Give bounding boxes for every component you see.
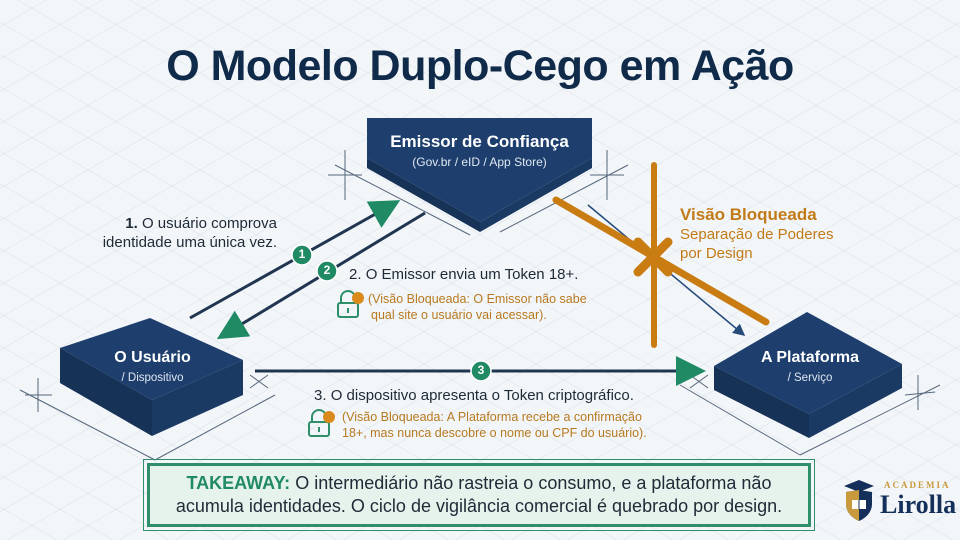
issuer-node-subtitle: (Gov.br / eID / App Store) bbox=[412, 155, 547, 169]
user-node-subtitle: / Dispositivo bbox=[121, 372, 184, 384]
blocked-view-subtitle-line2: por Design bbox=[680, 245, 753, 262]
step-2-blocked-note: (Visão Bloqueada: O Emissor não sabe qua… bbox=[368, 291, 587, 323]
step-3-note-line1: (Visão Bloqueada: A Plataforma recebe a … bbox=[342, 410, 642, 424]
platform-node-title: A Plataforma bbox=[760, 349, 860, 366]
step-2-description: 2. O Emissor envia um Token 18+. bbox=[349, 265, 578, 284]
logo-academia-text: ACADEMIA bbox=[884, 480, 951, 490]
logo-name-text: Lirolla bbox=[880, 490, 957, 519]
step-1-badge: 1 bbox=[298, 247, 306, 261]
step-badges bbox=[291, 244, 492, 382]
blocked-view-label: Visão Bloqueada Separação de Poderes por… bbox=[680, 205, 833, 263]
step-2-text: O Emissor envia um Token 18+. bbox=[365, 266, 579, 283]
step-3-blocked-note: (Visão Bloqueada: A Plataforma recebe a … bbox=[342, 409, 647, 441]
step-2-badge: 2 bbox=[323, 263, 331, 277]
step-2-note-line2: qual site o usuário vai acessar). bbox=[371, 308, 547, 322]
takeaway-line2: acumula identidades. O ciclo de vigilânc… bbox=[175, 496, 783, 516]
blocked-barrier bbox=[552, 162, 770, 348]
step-1-description: 1. O usuário comprova identidade uma úni… bbox=[95, 214, 277, 252]
step-3-text: O dispositivo apresenta o Token criptogr… bbox=[330, 387, 634, 404]
step-3-note-line2: 18+, mas nunca descobre o nome ou CPF do… bbox=[342, 426, 647, 440]
step-1-prefix: 1. bbox=[125, 215, 138, 232]
takeaway-box: TAKEAWAY: O intermediário não rastreia o… bbox=[143, 459, 815, 531]
user-node-shape bbox=[60, 318, 243, 436]
step-3-description: 3. O dispositivo apresenta o Token cript… bbox=[314, 386, 634, 405]
takeaway-label: TAKEAWAY: bbox=[186, 473, 291, 493]
page-title: O Modelo Duplo-Cego em Ação bbox=[166, 42, 794, 90]
issuer-node-shape bbox=[367, 118, 592, 232]
blocked-view-title: Visão Bloqueada bbox=[680, 205, 817, 224]
user-node-title: O Usuário bbox=[114, 349, 191, 366]
step-3-prefix: 3. bbox=[314, 387, 327, 404]
step-2-note-line1: (Visão Bloqueada: O Emissor não sabe bbox=[368, 292, 587, 306]
step-1-line2: identidade uma única vez. bbox=[102, 234, 277, 251]
step-3-badge: 3 bbox=[477, 363, 485, 377]
issuer-node-title: Emissor de Confiança bbox=[390, 132, 569, 151]
platform-node-subtitle: / Serviço bbox=[787, 372, 833, 384]
step-1-line1: O usuário comprova bbox=[141, 215, 277, 232]
step-2-prefix: 2. bbox=[349, 266, 362, 283]
shield-graduation-cap-icon bbox=[844, 480, 874, 521]
platform-node-shape bbox=[714, 312, 902, 438]
blocked-view-subtitle-line1: Separação de Poderes bbox=[680, 226, 834, 243]
academia-lirolla-logo: ACADEMIA Lirolla bbox=[842, 478, 956, 522]
takeaway-line1: O intermediário não rastreia o consumo, … bbox=[295, 473, 772, 493]
